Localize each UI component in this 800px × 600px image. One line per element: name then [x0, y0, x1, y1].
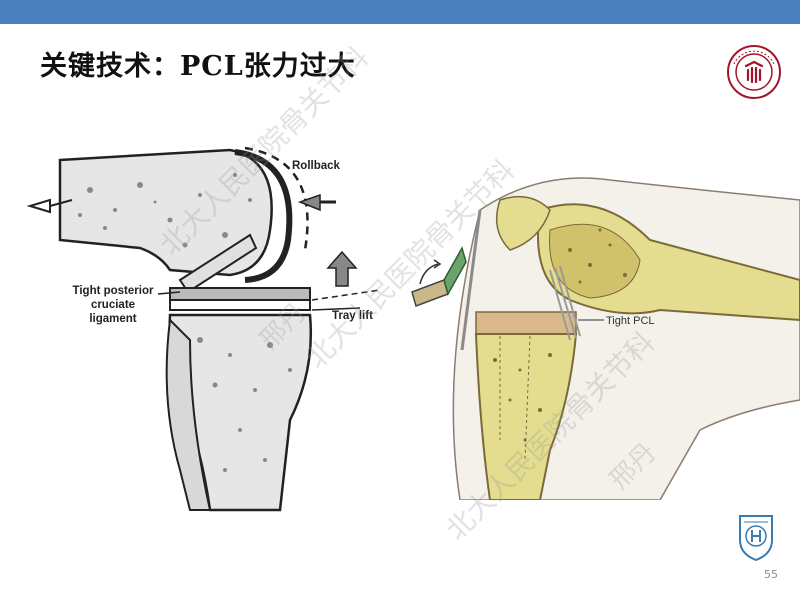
- knee-diagram-left: [26, 146, 381, 512]
- rollback-label: Rollback: [292, 160, 340, 172]
- slide-title: 关键技术：PCL张力过大: [40, 51, 356, 82]
- tight-posterior-cruciate-ligament-label: Tight posterior cruciate ligament: [72, 285, 154, 325]
- top-bar: [0, 0, 800, 24]
- hospital-logo-icon: [739, 515, 773, 562]
- tray-lift-label: Tray lift: [332, 310, 373, 322]
- page-number: 55: [764, 568, 778, 581]
- pku-logo-icon: [727, 45, 781, 99]
- knee-diagram-right: [452, 177, 800, 500]
- flip-arrow-icon: [411, 246, 467, 307]
- tight-pcl-label: Tight PCL: [606, 315, 655, 327]
